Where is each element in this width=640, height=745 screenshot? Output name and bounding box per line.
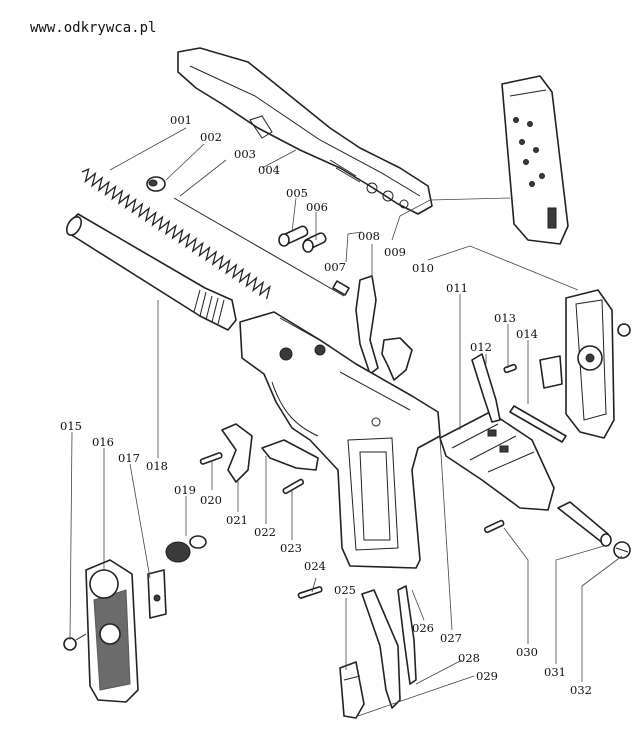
recoil-spring <box>81 168 271 300</box>
label-019: 019 <box>174 483 196 497</box>
screw-032 <box>613 541 631 559</box>
right-grip-panel <box>565 289 631 439</box>
catch-029 <box>339 661 365 719</box>
label-022: 022 <box>254 525 276 539</box>
label-024: 024 <box>304 559 326 573</box>
pistol-frame <box>239 311 441 569</box>
lever-008 <box>355 275 379 375</box>
spring-guide-rod <box>173 197 350 297</box>
label-004: 004 <box>258 163 280 177</box>
leader-lines <box>69 127 623 717</box>
spring-026 <box>397 585 417 685</box>
label-013: 013 <box>494 311 516 325</box>
label-002: 002 <box>200 130 222 144</box>
pin-031 <box>557 501 612 547</box>
label-030: 030 <box>516 645 538 659</box>
label-032: 032 <box>570 683 592 697</box>
rod-014 <box>509 405 567 443</box>
barrel-part <box>65 213 237 331</box>
plate-017 <box>147 569 167 619</box>
label-025: 025 <box>334 583 356 597</box>
label-028: 028 <box>458 651 480 665</box>
label-018: 018 <box>146 459 168 473</box>
small-part-014b <box>539 355 563 389</box>
slide-part <box>177 47 433 215</box>
pin-024 <box>297 586 323 599</box>
label-021: 021 <box>226 513 248 527</box>
screw-015 <box>63 633 87 651</box>
label-005: 005 <box>286 186 308 200</box>
pin-006 <box>302 232 327 253</box>
part-labels: 001 002 003 004 005 006 007 008 009 010 … <box>60 113 592 697</box>
label-017: 017 <box>118 451 140 465</box>
label-010: 010 <box>412 261 434 275</box>
label-011: 011 <box>446 281 468 295</box>
label-020: 020 <box>200 493 222 507</box>
label-029: 029 <box>476 669 498 683</box>
label-016: 016 <box>92 435 114 449</box>
label-008: 008 <box>358 229 380 243</box>
label-023: 023 <box>280 541 302 555</box>
trigger-bar-022 <box>261 439 319 471</box>
disconnector-009 <box>381 337 413 381</box>
watermark-text: www.odkrywca.pl <box>30 20 156 36</box>
part-012 <box>471 353 501 423</box>
trigger-021 <box>221 423 253 483</box>
magazine-part <box>501 75 569 245</box>
label-014: 014 <box>516 327 538 341</box>
label-006: 006 <box>306 200 328 214</box>
pin-013 <box>503 363 517 374</box>
label-007: 007 <box>324 260 346 274</box>
pin-030 <box>483 519 505 534</box>
pin-023 <box>282 478 305 495</box>
left-grip-016 <box>85 559 139 703</box>
pin-020 <box>199 452 223 465</box>
label-009: 009 <box>384 245 406 259</box>
label-027: 027 <box>440 631 462 645</box>
label-012: 012 <box>470 340 492 354</box>
barrel-bushing <box>146 176 166 192</box>
label-003: 003 <box>234 147 256 161</box>
label-001: 001 <box>170 113 192 127</box>
part-019 <box>165 535 207 563</box>
pin-005 <box>278 225 309 247</box>
label-026: 026 <box>412 621 434 635</box>
mechanism-block-011 <box>439 411 555 511</box>
mainspring-025 <box>361 589 401 709</box>
label-031: 031 <box>544 665 566 679</box>
label-015: 015 <box>60 419 82 433</box>
